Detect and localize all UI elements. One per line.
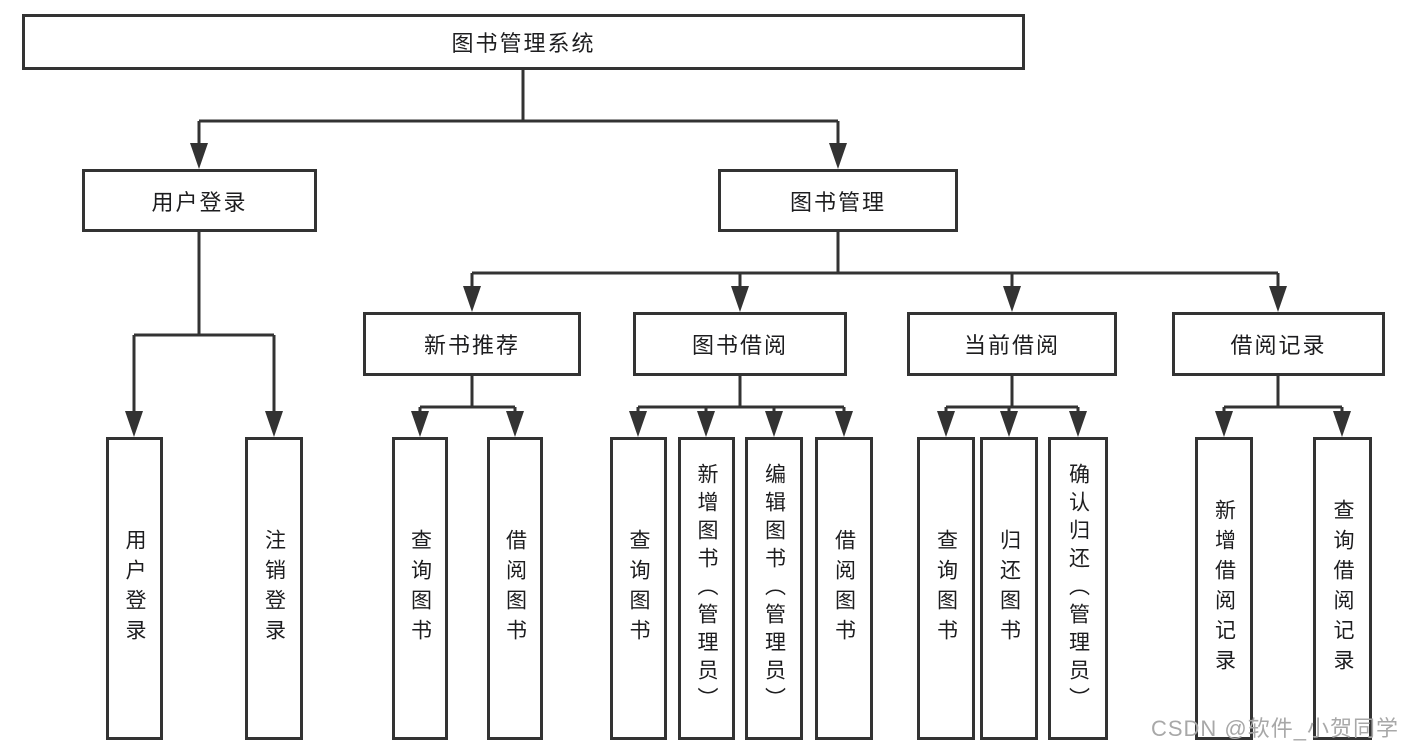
- leaf-newbook-borrow-book: 借阅图书: [487, 437, 543, 740]
- leaf-add-borrow-record-label: 新增借阅记录: [1212, 498, 1236, 679]
- leaf-user-login: 用户登录: [106, 437, 163, 740]
- leaf-add-borrow-record: 新增借阅记录: [1195, 437, 1253, 740]
- node-new-book-recommend-label: 新书推荐: [423, 333, 520, 358]
- node-current-borrow: 当前借阅: [907, 312, 1117, 376]
- node-borrow-record: 借阅记录: [1172, 312, 1385, 376]
- node-root: 图书管理系统: [22, 14, 1025, 70]
- connector-lines: [132, 70, 1344, 415]
- node-root-label: 图书管理系统: [451, 31, 596, 56]
- node-book-management-label: 图书管理: [789, 189, 886, 215]
- leaf-return-book: 归还图书: [980, 437, 1038, 740]
- leaf-borrow-book: 借阅图书: [815, 437, 873, 740]
- leaf-confirm-return-admin: 确认归还（管理员）: [1048, 437, 1108, 740]
- node-book-management: 图书管理: [718, 169, 958, 232]
- leaf-add-book-admin: 新增图书（管理员）: [678, 437, 735, 740]
- leaf-query-borrow-record: 查询借阅记录: [1313, 437, 1372, 740]
- leaf-borrow-book-label: 借阅图书: [832, 528, 856, 649]
- leaf-newbook-query-book: 查询图书: [392, 437, 448, 740]
- watermark: CSDN @软件_小贺同学: [1150, 716, 1399, 741]
- leaf-add-book-admin-label: 新增图书（管理员）: [695, 462, 718, 715]
- leaf-user-login-label: 用户登录: [123, 528, 146, 649]
- leaf-borrow-query-book: 查询图书: [610, 437, 667, 740]
- node-new-book-recommend: 新书推荐: [363, 312, 581, 376]
- leaf-logout-label: 注销登录: [262, 528, 286, 649]
- leaf-current-query-book: 查询图书: [917, 437, 975, 740]
- leaf-current-query-book-label: 查询图书: [934, 528, 958, 649]
- leaf-newbook-query-book-label: 查询图书: [408, 528, 432, 649]
- leaf-confirm-return-admin-label: 确认归还（管理员）: [1066, 462, 1090, 715]
- node-book-borrow-label: 图书借阅: [691, 333, 788, 358]
- node-borrow-record-label: 借阅记录: [1230, 333, 1327, 358]
- arrow-down-icon: [125, 143, 1351, 437]
- node-user-login: 用户登录: [82, 169, 317, 232]
- leaf-edit-book-admin-label: 编辑图书（管理员）: [762, 462, 786, 715]
- node-user-login-label: 用户登录: [151, 189, 248, 215]
- node-current-borrow-label: 当前借阅: [963, 333, 1060, 358]
- leaf-query-borrow-record-label: 查询借阅记录: [1331, 498, 1354, 679]
- leaf-return-book-label: 归还图书: [997, 528, 1021, 649]
- leaf-edit-book-admin: 编辑图书（管理员）: [745, 437, 803, 740]
- leaf-newbook-borrow-book-label: 借阅图书: [503, 528, 527, 649]
- leaf-borrow-query-book-label: 查询图书: [627, 528, 650, 649]
- leaf-logout: 注销登录: [245, 437, 303, 740]
- node-book-borrow: 图书借阅: [633, 312, 847, 376]
